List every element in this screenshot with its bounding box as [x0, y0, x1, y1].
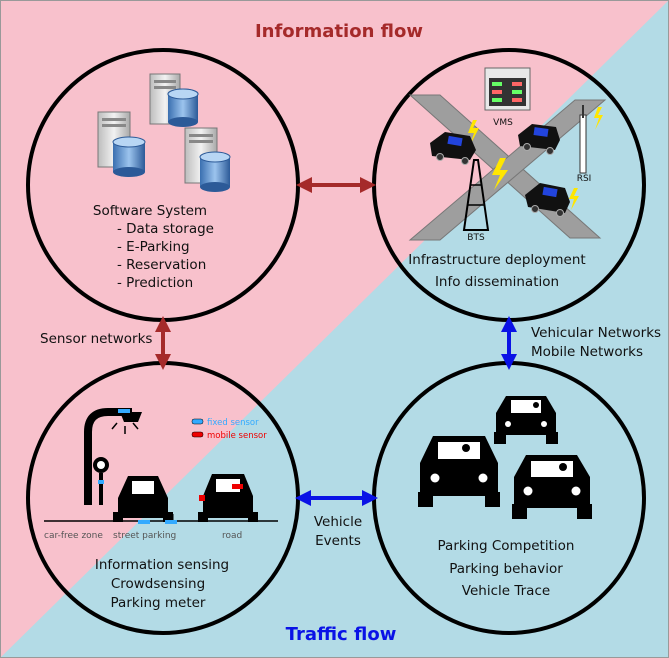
title-information-flow: Information flow: [255, 21, 423, 42]
zone-label-road: road: [222, 531, 242, 541]
vms-label: VMS: [493, 118, 513, 128]
car-icon: [430, 132, 476, 165]
vehicle-events-label-1: Vehicle: [314, 514, 362, 530]
lightning-icon: [468, 120, 479, 145]
software-system-title: Software System: [93, 203, 207, 219]
rsi-label: RSI: [577, 174, 592, 184]
mobile-sensor-legend: [191, 431, 204, 438]
software-item: - Reservation: [117, 257, 206, 273]
sensing-line1: Information sensing: [95, 557, 229, 573]
bts-tower-icon: [462, 159, 490, 231]
vms-sign-icon: [484, 67, 531, 111]
zone-label-car-free: car-free zone: [44, 531, 103, 541]
software-item: - Data storage: [117, 221, 214, 237]
car-icon: [512, 455, 592, 519]
bts-label: BTS: [467, 233, 485, 243]
parking-line3: Vehicle Trace: [462, 583, 550, 599]
mobile-networks-label: Mobile Networks: [531, 344, 643, 360]
fixed-sensor-legend: [191, 418, 204, 425]
fixed-sensor-label: fixed sensor: [207, 418, 259, 428]
sensing-line2: Crowdsensing: [111, 576, 205, 592]
sensor-networks-label: Sensor networks: [40, 331, 152, 347]
vehicular-networks-label: Vehicular Networks: [531, 325, 661, 341]
vehicle-events-label-2: Events: [315, 533, 361, 549]
zone-label-street-parking: street parking: [113, 531, 176, 541]
car-icon: [494, 396, 558, 444]
software-item: - Prediction: [117, 275, 193, 291]
lightning-icon: [569, 188, 579, 210]
car-icon: [418, 436, 500, 507]
server-database-icon: [149, 73, 199, 127]
street-lamp-icon: [84, 408, 142, 505]
car-icon: [518, 124, 560, 155]
fixed-sensor-marker: [165, 520, 177, 524]
server-database-icon: [184, 127, 231, 192]
parking-meter-icon: [93, 457, 109, 505]
parking-line2: Parking behavior: [449, 561, 563, 577]
parking-line1: Parking Competition: [438, 538, 575, 554]
infrastructure-line1: Infrastructure deployment: [408, 252, 585, 268]
lightning-icon: [594, 107, 603, 130]
lightning-icon: [492, 158, 508, 190]
sensing-line3: Parking meter: [111, 595, 206, 611]
car-icon: [525, 183, 570, 217]
title-traffic-flow: Traffic flow: [286, 624, 397, 645]
software-item: - E-Parking: [117, 239, 190, 255]
fixed-sensor-marker: [138, 520, 150, 524]
server-database-icon: [97, 111, 146, 177]
rsi-antenna-icon: [579, 105, 587, 174]
car-icon: [198, 474, 258, 522]
mobile-sensor-label: mobile sensor: [207, 431, 267, 441]
car-icon: [113, 476, 173, 522]
infrastructure-line2: Info dissemination: [435, 274, 559, 290]
